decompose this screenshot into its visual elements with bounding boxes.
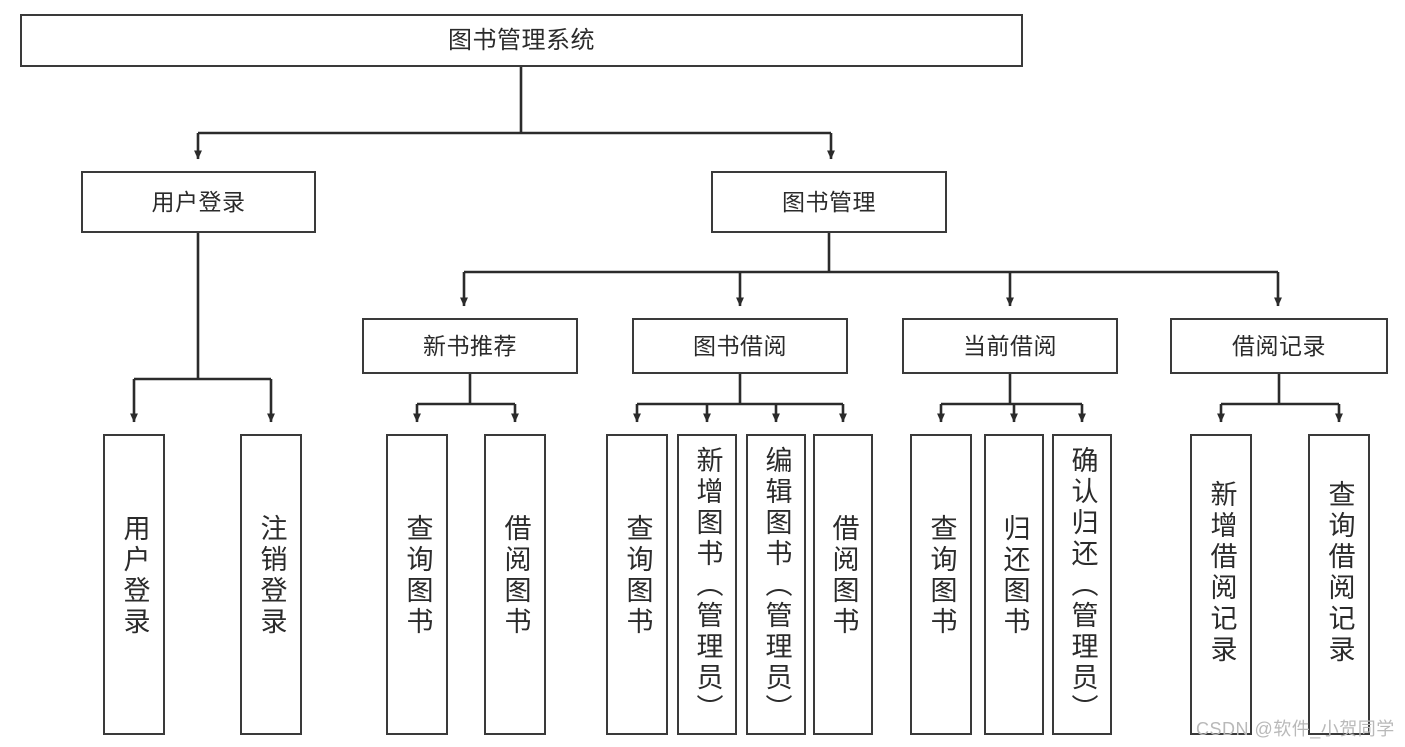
node-leaf-query-book-borrow[interactable]: 查询图书 [606, 434, 668, 735]
node-leaf-add-book-admin[interactable]: 新增图书（管理员） [677, 434, 737, 735]
node-label: 查询图书 [622, 514, 653, 638]
node-leaf-query-book-recommendation[interactable]: 查询图书 [386, 434, 448, 735]
node-label: 用户登录 [151, 188, 246, 215]
node-label: 编辑图书（管理员） [761, 446, 792, 725]
node-label: 查询借阅记录 [1324, 480, 1355, 666]
node-leaf-query-book-current[interactable]: 查询图书 [910, 434, 972, 735]
node-label: 查询图书 [402, 514, 433, 638]
edge-root-to-level2 [194, 67, 835, 160]
node-leaf-query-borrow-record[interactable]: 查询借阅记录 [1308, 434, 1370, 735]
edge-borrowrecord-to-leaves [1217, 374, 1343, 423]
node-leaf-add-borrow-record[interactable]: 新增借阅记录 [1190, 434, 1252, 735]
node-label: 图书管理系统 [448, 26, 595, 54]
edge-currentborrow-to-leaves [937, 374, 1086, 423]
node-label: 确认归还（管理员） [1067, 446, 1098, 725]
node-label: 当前借阅 [963, 332, 1057, 359]
node-user-login[interactable]: 用户登录 [81, 171, 316, 233]
edge-userlogin-to-leaves [130, 233, 275, 423]
node-label: 借阅图书 [500, 514, 531, 638]
edge-bookborrow-to-leaves [633, 374, 847, 423]
node-borrow-record[interactable]: 借阅记录 [1170, 318, 1388, 374]
node-leaf-user-login[interactable]: 用户登录 [103, 434, 165, 735]
node-new-book-recommendation[interactable]: 新书推荐 [362, 318, 578, 374]
node-label: 归还图书 [999, 514, 1030, 638]
node-label: 图书借阅 [693, 332, 787, 359]
node-book-borrow[interactable]: 图书借阅 [632, 318, 848, 374]
node-label: 查询图书 [926, 514, 957, 638]
node-leaf-borrow-book-recommendation[interactable]: 借阅图书 [484, 434, 546, 735]
node-leaf-edit-book-admin[interactable]: 编辑图书（管理员） [746, 434, 806, 735]
edge-newbookrec-to-leaves [413, 374, 519, 423]
node-leaf-borrow-book[interactable]: 借阅图书 [813, 434, 873, 735]
node-label: 新书推荐 [423, 332, 517, 359]
node-label: 借阅图书 [828, 514, 859, 638]
node-current-borrow[interactable]: 当前借阅 [902, 318, 1118, 374]
node-label: 新增图书（管理员） [692, 446, 723, 725]
node-label: 新增借阅记录 [1206, 480, 1237, 666]
node-label: 用户登录 [119, 514, 150, 638]
node-root-system[interactable]: 图书管理系统 [20, 14, 1023, 67]
node-label: 注销登录 [256, 514, 287, 638]
node-label: 图书管理 [782, 188, 876, 215]
watermark-text: CSDN @软件_小贺同学 [1196, 719, 1395, 739]
node-leaf-return-book[interactable]: 归还图书 [984, 434, 1044, 735]
node-book-manage[interactable]: 图书管理 [711, 171, 947, 233]
node-label: 借阅记录 [1232, 332, 1326, 359]
node-leaf-confirm-return-admin[interactable]: 确认归还（管理员） [1052, 434, 1112, 735]
node-leaf-logout[interactable]: 注销登录 [240, 434, 302, 735]
edge-bookmanage-to-level3 [460, 233, 1282, 307]
